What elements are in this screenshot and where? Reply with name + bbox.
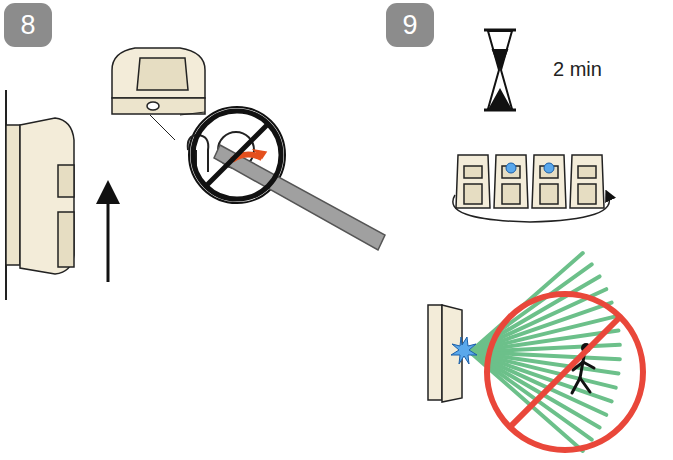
detector-side-view	[6, 90, 108, 300]
step-number: 8	[10, 12, 45, 39]
hourglass-icon	[484, 30, 516, 110]
detector-row	[456, 155, 604, 208]
step-number: 9	[392, 12, 427, 39]
prohibition-sign	[487, 294, 643, 450]
step-badge: 9	[386, 3, 434, 47]
step-badge: 8	[4, 3, 52, 47]
detector-top-view	[112, 48, 385, 250]
duration-label: 2 min	[553, 58, 602, 81]
cycle-arrow	[453, 195, 610, 222]
detector-wall	[428, 305, 477, 402]
